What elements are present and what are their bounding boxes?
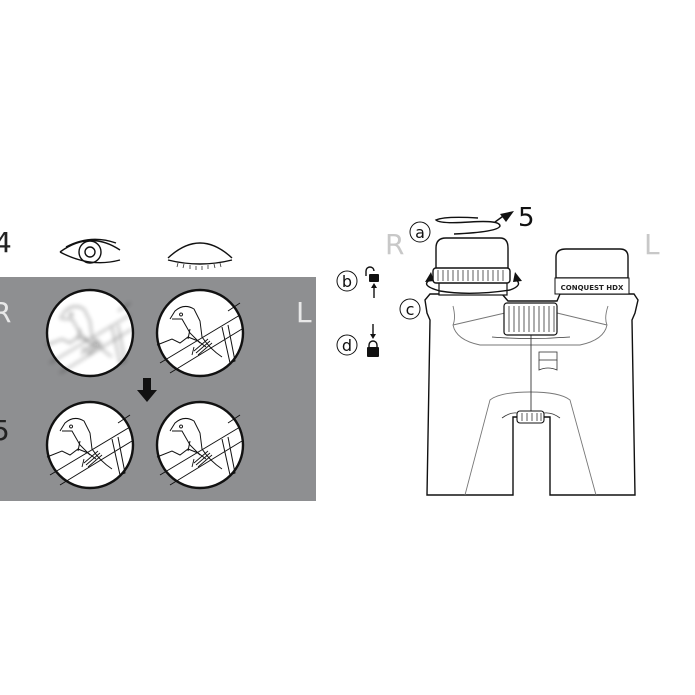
right-eye-label: R	[0, 296, 11, 329]
bridge-wheel	[516, 410, 545, 424]
step-4-label: 4	[0, 226, 12, 259]
svg-text:d: d	[342, 336, 352, 355]
sharp-view-circle	[155, 400, 245, 490]
right-side-label: R	[385, 228, 404, 261]
callout-b: b	[336, 270, 358, 292]
down-arrow-icon	[137, 378, 157, 402]
svg-text:a: a	[415, 223, 425, 242]
ring-rotate-arrow	[425, 278, 520, 294]
brand-logo	[538, 351, 558, 371]
right-eyecup	[425, 237, 522, 296]
blurred-view-circle	[45, 288, 135, 378]
binoculars: CONQUEST HDX	[424, 237, 639, 496]
sharp-view-circle	[45, 400, 135, 490]
sharp-view-circle	[155, 288, 245, 378]
left-side-label: L	[644, 228, 660, 261]
left-eyecup: CONQUEST HDX	[554, 248, 630, 295]
callout-d: d	[336, 334, 358, 356]
lock-icon	[367, 324, 379, 357]
diopter-ring	[432, 267, 511, 284]
svg-text:c: c	[406, 300, 415, 319]
model-name: CONQUEST HDX	[561, 284, 624, 292]
closed-eye-icon	[167, 242, 233, 270]
callout-c: c	[399, 298, 421, 320]
step-5-label: 5	[518, 203, 535, 233]
left-eye-label: L	[296, 296, 312, 329]
rotate-arrow-icon	[434, 211, 514, 235]
gray-panel	[0, 277, 316, 501]
step-5-label: 5	[0, 414, 10, 447]
svg-text:b: b	[342, 272, 352, 291]
unlock-icon	[365, 266, 379, 298]
open-eye-icon	[59, 238, 121, 264]
callout-a: a	[409, 221, 431, 243]
